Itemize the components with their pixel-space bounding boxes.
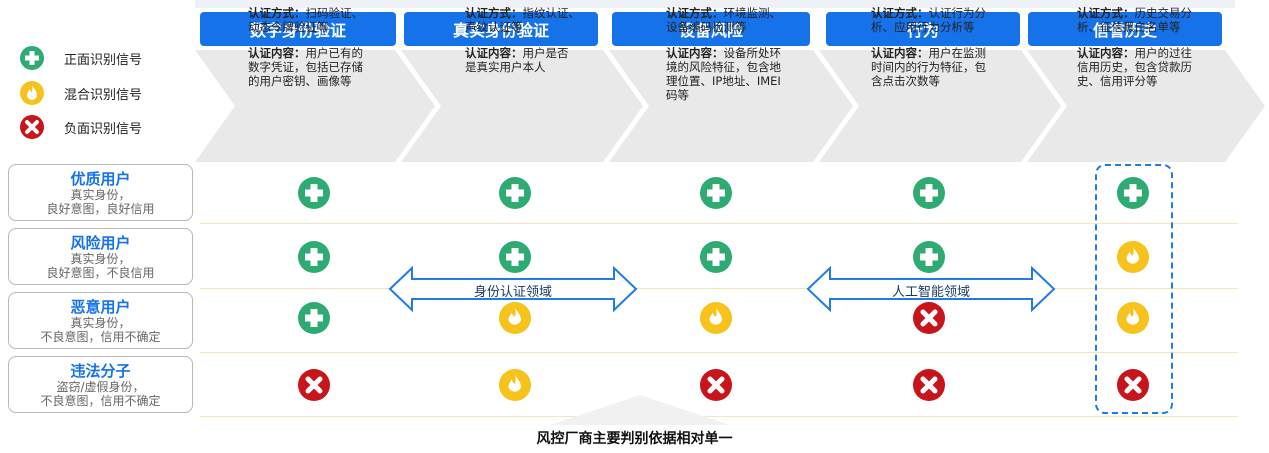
row-title: 风险用户 — [70, 233, 131, 252]
top-band — [195, 0, 1235, 8]
plus-circle-icon — [298, 177, 330, 209]
row-title: 恶意用户 — [70, 297, 131, 316]
plus-circle-icon — [298, 241, 330, 273]
row-criminal: 违法分子 盗窃/虚假身份， 不良意图，信用不确定 — [8, 356, 193, 413]
row-divider — [200, 416, 1238, 417]
row-risk-user: 风险用户 真实身份， 良好意图，不良信用 — [8, 228, 193, 285]
row-divider — [200, 223, 1238, 224]
column-description-3: 认证方式：认证行为分析、应用行为分析等 认证内容：用户在监测时间内的行为特征，包… — [871, 6, 986, 88]
plus-circle-icon — [913, 241, 945, 273]
row-desc: 真实身份， — [70, 187, 131, 202]
x-circle-icon — [1117, 369, 1149, 401]
plus-circle-icon — [499, 241, 531, 273]
x-circle-icon — [298, 369, 330, 401]
chevron-band — [195, 50, 1265, 162]
legend-mixed: 混合识别信号 — [20, 81, 142, 105]
x-circle-icon — [913, 369, 945, 401]
reputation-highlight-box — [1095, 164, 1173, 414]
flame-circle-icon — [1117, 302, 1149, 334]
row-desc: 良好意图，良好信用 — [46, 201, 155, 216]
row-title: 违法分子 — [70, 361, 131, 380]
plus-circle-icon — [913, 177, 945, 209]
row-desc: 盗窃/虚假身份， — [56, 379, 145, 394]
column-description-0: 认证方式：扫码验证、动态令牌验证等 认证内容：用户已有的数字凭证，包括已存储的用… — [248, 6, 363, 88]
row-desc: 不良意图，信用不确定 — [40, 329, 161, 344]
row-desc: 真实身份， — [70, 251, 131, 266]
row-desc: 不良意图，信用不确定 — [40, 393, 161, 408]
row-malicious-user: 恶意用户 真实身份， 不良意图，信用不确定 — [8, 292, 193, 349]
footer-caption: 风控厂商主要判别依据相对单一 — [536, 431, 733, 447]
area-label-identity: 身份认证领域 — [473, 285, 552, 300]
ai-area-arrow — [806, 266, 1056, 312]
area-label-ai: 人工智能领域 — [891, 285, 970, 300]
column-description-4: 认证方式：历史交易分析、征信黑白名单等 认证内容：用户的过往信用历史，包含贷款历… — [1077, 6, 1192, 88]
legend-negative: 负面识别信号 — [20, 115, 142, 139]
x-circle-icon — [20, 115, 44, 139]
row-divider — [200, 352, 1238, 353]
column-header-behavior: 行为 — [826, 12, 1020, 46]
column-header-real-identity: 真实身份验证 — [404, 12, 598, 46]
flame-circle-icon — [499, 369, 531, 401]
legend-positive: 正面识别信号 — [20, 46, 142, 70]
identity-area-arrow — [388, 266, 638, 312]
plus-circle-icon — [499, 177, 531, 209]
plus-circle-icon — [20, 46, 44, 70]
row-title: 优质用户 — [70, 169, 131, 188]
row-divider — [200, 288, 1238, 289]
plus-circle-icon — [700, 241, 732, 273]
x-circle-icon — [700, 369, 732, 401]
row-quality-user: 优质用户 真实身份， 良好意图，良好信用 — [8, 164, 193, 221]
row-desc: 真实身份， — [70, 315, 131, 330]
chevron-shapes — [195, 50, 1265, 162]
column-description-1: 认证方式：指纹认证、声纹认证等 认证内容：用户是否是真实用户本人 — [465, 6, 580, 74]
flame-circle-icon — [700, 302, 732, 334]
plus-circle-icon — [700, 177, 732, 209]
legend-label: 正面识别信号 — [64, 52, 143, 68]
x-circle-icon — [913, 302, 945, 334]
plus-circle-icon — [1117, 177, 1149, 209]
plus-circle-icon — [298, 302, 330, 334]
row-desc: 良好意图，不良信用 — [46, 265, 155, 280]
up-arrow-icon — [550, 395, 730, 425]
column-header-digital-identity: 数字身份验证 — [200, 12, 396, 46]
flame-circle-icon — [1117, 241, 1149, 273]
flame-circle-icon — [499, 302, 531, 334]
legend-label: 混合识别信号 — [64, 87, 143, 103]
column-header-reputation: 信誉历史 — [1028, 12, 1222, 46]
flame-circle-icon — [20, 81, 44, 105]
legend-label: 负面识别信号 — [64, 121, 143, 137]
column-description-2: 认证方式：环境监测、设备编码检测等 认证内容：设备所处环境的风险特征，包含地理位… — [666, 6, 781, 102]
column-header-device-risk: 设备风险 — [612, 12, 810, 46]
